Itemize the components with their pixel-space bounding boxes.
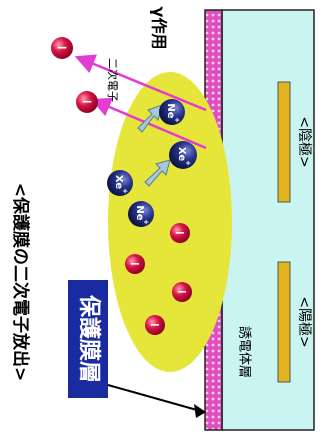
svg-text:−: −	[150, 318, 161, 333]
protective-layer-label-box	[68, 280, 108, 398]
electron: −	[51, 37, 73, 59]
cathode-label: <陰極>	[296, 116, 312, 167]
svg-text:−: −	[130, 257, 141, 272]
gamma-arrow-lower	[90, 97, 207, 150]
ion-ne-plus: Ne +	[159, 99, 185, 125]
svg-text:Ne: Ne	[134, 205, 145, 220]
svg-text:−: −	[81, 94, 93, 110]
protective-pointer-head	[194, 404, 206, 418]
protective-layer-label: 保護膜層	[76, 294, 102, 383]
gamma-arrow-upper	[74, 54, 207, 112]
ion-xe-plus: Xe +	[169, 141, 197, 169]
svg-text:−: −	[175, 226, 186, 241]
svg-text:−: −	[56, 40, 68, 56]
dielectric-layer	[221, 9, 315, 431]
svg-text:+: +	[121, 188, 129, 194]
svg-text:−: −	[177, 285, 188, 300]
electron: −	[172, 282, 192, 302]
svg-text:+: +	[173, 117, 181, 123]
ion-arrow-lower	[144, 159, 171, 187]
svg-text:+: +	[142, 219, 150, 225]
cathode-electrode	[277, 81, 291, 203]
ion-xe-plus: Xe +	[107, 170, 133, 196]
protective-pointer-arrow	[107, 384, 205, 413]
svg-text:+: +	[184, 160, 192, 166]
electron: −	[145, 315, 165, 335]
electron: −	[76, 91, 98, 113]
electron: −	[125, 254, 145, 274]
ion-ne-plus: Ne +	[128, 201, 154, 227]
electron: −	[170, 223, 190, 243]
dielectric-label: 誘電体層	[237, 326, 252, 378]
svg-text:Xe: Xe	[176, 147, 187, 161]
diagram-title: <保護膜の二次電子放出>	[10, 183, 31, 382]
anode-label: <陽極>	[296, 296, 312, 347]
gamma-action-label: γ作用	[150, 7, 169, 50]
svg-text:Ne: Ne	[165, 103, 176, 118]
anode-electrode	[277, 261, 291, 383]
secondary-electron-label: 二次電子	[106, 58, 120, 102]
svg-text:Xe: Xe	[113, 175, 124, 189]
